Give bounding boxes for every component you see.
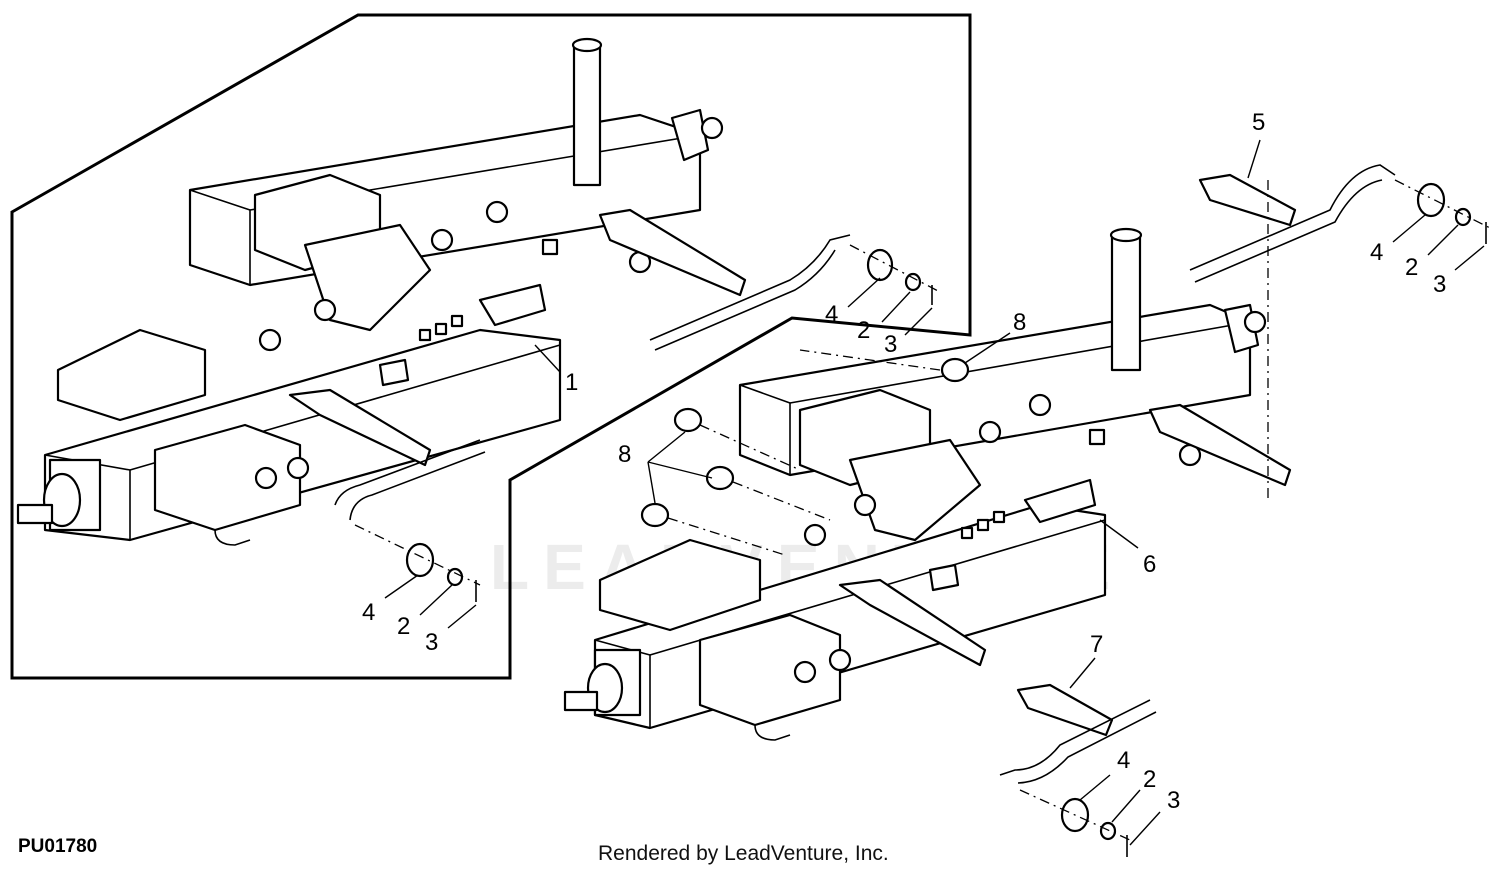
axle-assembly-right	[563, 227, 1292, 741]
tie-rod-5	[1189, 164, 1491, 500]
callout-3: 3	[1167, 787, 1180, 814]
callout-4: 4	[1370, 239, 1383, 266]
callout-3: 3	[1433, 271, 1446, 298]
callout-5: 5	[1252, 109, 1265, 136]
callout-3: 3	[425, 629, 438, 656]
callout-2: 2	[397, 613, 410, 640]
leader-lines	[384, 139, 1485, 846]
callout-8: 8	[1013, 309, 1026, 336]
callout-7: 7	[1090, 631, 1103, 658]
figure-code: PU01780	[18, 836, 98, 857]
bushings-8	[640, 349, 970, 556]
hardware-left-upper	[849, 244, 941, 305]
callout-1: 1	[565, 369, 578, 396]
callout-2: 2	[857, 317, 870, 344]
axle-assembly-left	[16, 37, 851, 546]
callout-4: 4	[362, 599, 375, 626]
callout-8: 8	[618, 441, 631, 468]
callout-6: 6	[1143, 551, 1156, 578]
callout-labels: 1 2 3 4 2 3 4 5 2 3 4 6 7 2 3 4 8 8	[362, 109, 1446, 814]
inset-frame	[10, 13, 972, 680]
callout-3: 3	[884, 331, 897, 358]
callout-2: 2	[1405, 254, 1418, 281]
render-credit: Rendered by LeadVenture, Inc.	[598, 842, 889, 865]
hardware-left-lower	[354, 524, 481, 602]
callout-2: 2	[1143, 766, 1156, 793]
callout-4: 4	[825, 301, 838, 328]
tie-rod-7	[999, 683, 1157, 857]
callout-4: 4	[1117, 747, 1130, 774]
